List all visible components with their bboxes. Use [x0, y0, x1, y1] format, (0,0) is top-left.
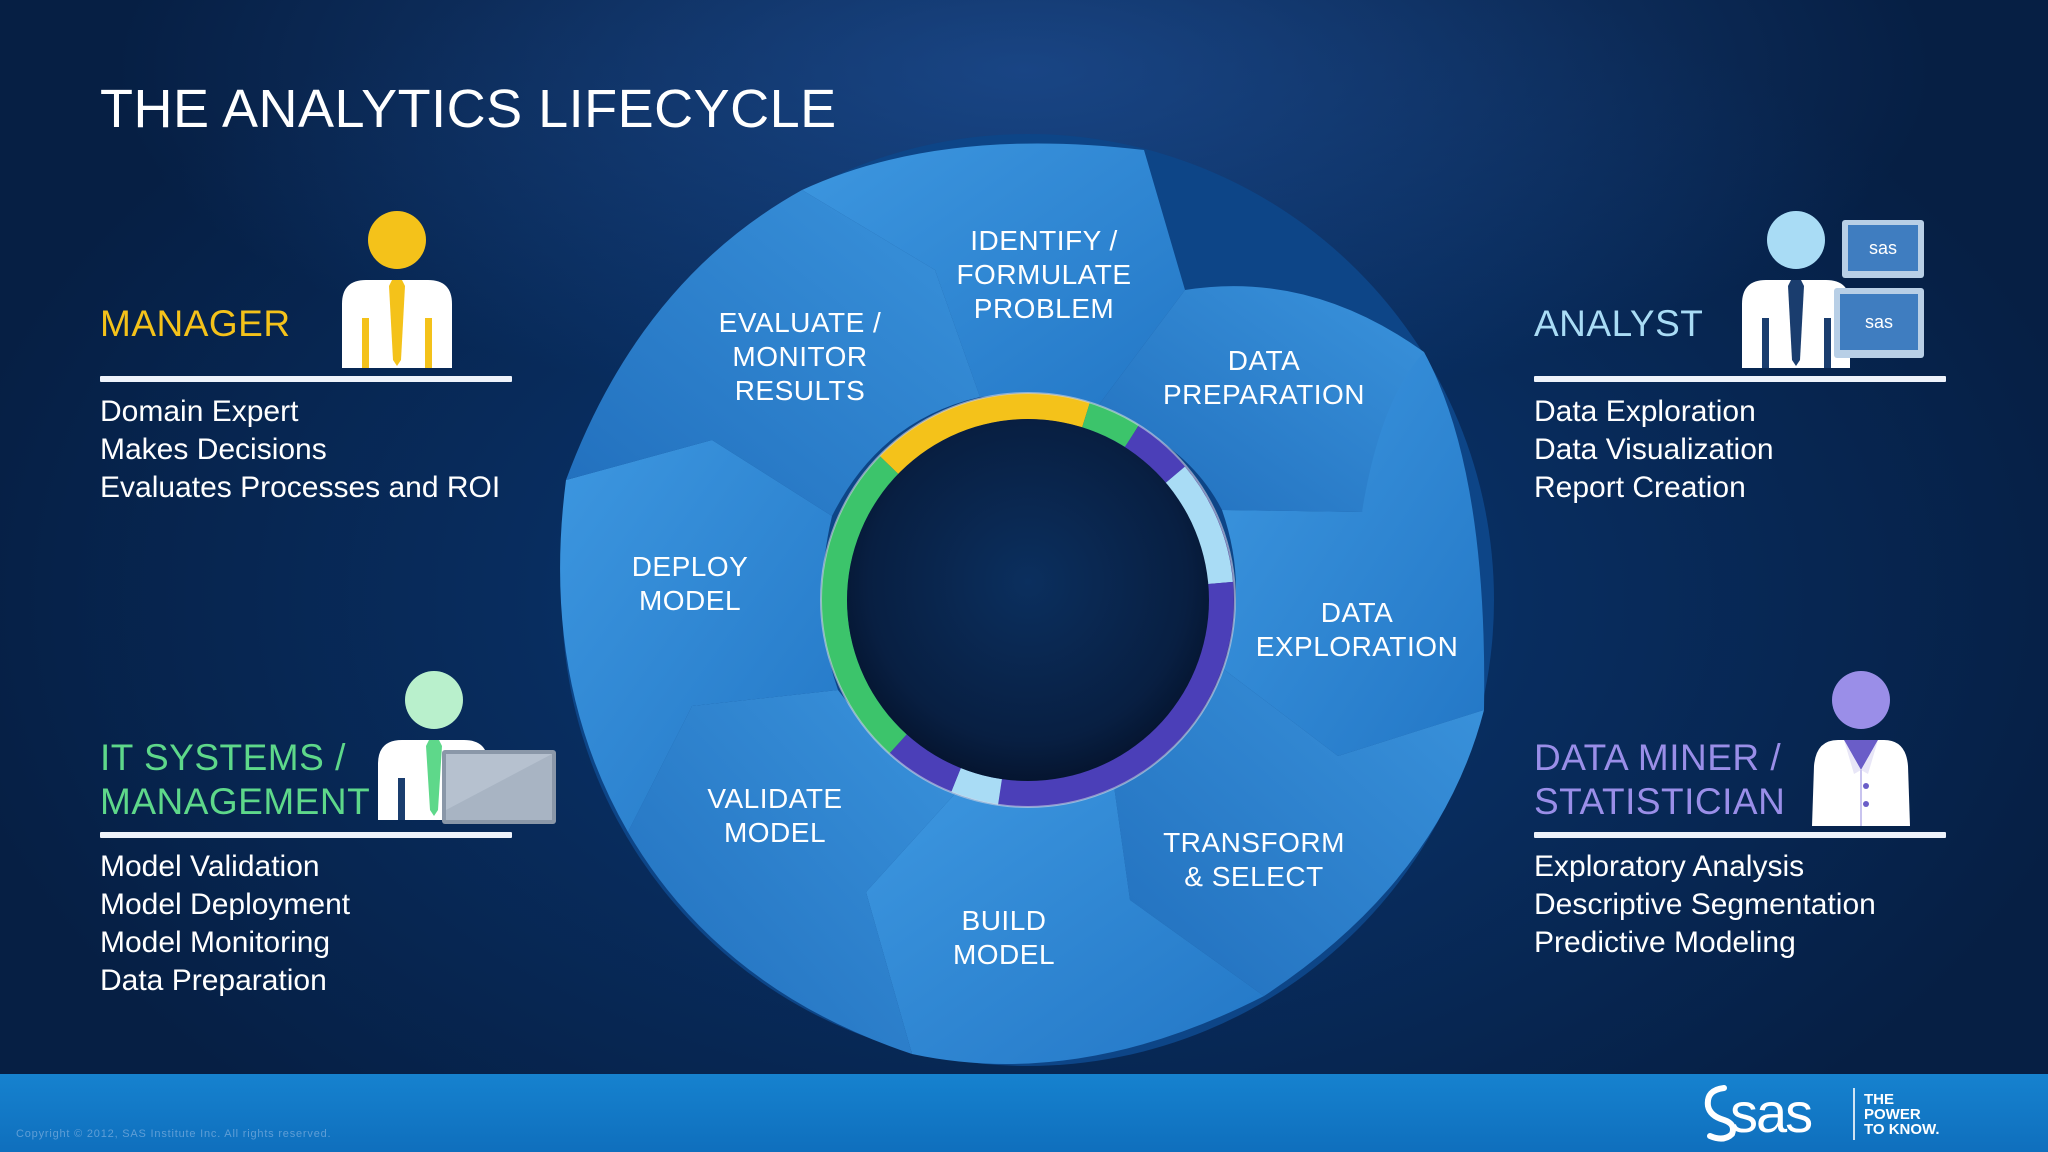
analyst-responsibilities: Data Exploration Data Visualization Repo… — [1534, 393, 1774, 507]
manager-person-icon — [342, 211, 452, 368]
role-color-ring — [821, 393, 1235, 807]
dataminer-heading-line2: STATISTICIAN — [1534, 781, 1786, 822]
analyst-divider — [1534, 376, 1946, 382]
dataminer-heading-line1: DATA MINER / — [1534, 737, 1782, 778]
dataminer-responsibilities: Exploratory Analysis Descriptive Segment… — [1534, 848, 1876, 962]
list-item: Descriptive Segmentation — [1534, 888, 1876, 921]
copyright-text: Copyright © 2012, SAS Institute Inc. All… — [16, 1128, 332, 1140]
wheel-hub — [847, 419, 1209, 781]
sas-logo: sas THE POWER TO KNOW. — [1704, 1081, 1940, 1144]
svg-text:sas: sas — [1730, 1081, 1811, 1144]
list-item: Exploratory Analysis — [1534, 850, 1805, 883]
list-item: Predictive Modeling — [1534, 926, 1796, 959]
it-divider — [100, 832, 512, 838]
list-item: Data Visualization — [1534, 433, 1774, 466]
it-heading-line1: IT SYSTEMS / — [100, 737, 346, 778]
it-heading: IT SYSTEMS / MANAGEMENT — [100, 736, 370, 824]
list-item: Model Deployment — [100, 888, 351, 921]
list-item: Model Monitoring — [100, 926, 331, 959]
list-item: Data Exploration — [1534, 395, 1756, 428]
analyst-person-icon: sas sas — [1742, 211, 1924, 368]
dataminer-divider — [1534, 832, 1946, 838]
page-title: THE ANALYTICS LIFECYCLE — [100, 79, 837, 139]
list-item: Makes Decisions — [100, 433, 327, 466]
it-heading-line2: MANAGEMENT — [100, 781, 371, 822]
segment-transform-select: TRANSFORM& SELECT — [1114, 668, 1484, 996]
footer-bar: Copyright © 2012, SAS Institute Inc. All… — [0, 1074, 2048, 1152]
laptop-icon — [442, 750, 556, 824]
monitor-icon: sas — [1842, 220, 1924, 278]
monitor-icon: sas — [1834, 288, 1924, 358]
svg-text:THE POWER TO KNOW.: THE POWER TO KNOW. — [1864, 1091, 1940, 1138]
dataminer-person-icon — [1812, 671, 1910, 826]
manager-heading: MANAGER — [100, 303, 291, 344]
list-item: Evaluates Processes and ROI — [100, 471, 501, 504]
svg-text:TRANSFORM& SELECT: TRANSFORM& SELECT — [1163, 827, 1345, 892]
ring-outer-edge — [820, 392, 1236, 808]
manager-divider — [100, 376, 512, 382]
dataminer-heading: DATA MINER / STATISTICIAN — [1534, 736, 1785, 824]
svg-text:sas: sas — [1865, 312, 1893, 332]
it-person-icon — [378, 671, 556, 824]
list-item: Data Preparation — [100, 964, 327, 997]
svg-text:sas: sas — [1869, 238, 1897, 258]
list-item: Model Validation — [100, 850, 320, 883]
list-item: Report Creation — [1534, 471, 1746, 504]
analyst-heading: ANALYST — [1534, 303, 1704, 344]
it-responsibilities: Model Validation Model Deployment Model … — [100, 848, 350, 1000]
sas-logo-mark — [1704, 1085, 1736, 1142]
manager-responsibilities: Domain Expert Makes Decisions Evaluates … — [100, 393, 500, 507]
list-item: Domain Expert — [100, 395, 299, 428]
